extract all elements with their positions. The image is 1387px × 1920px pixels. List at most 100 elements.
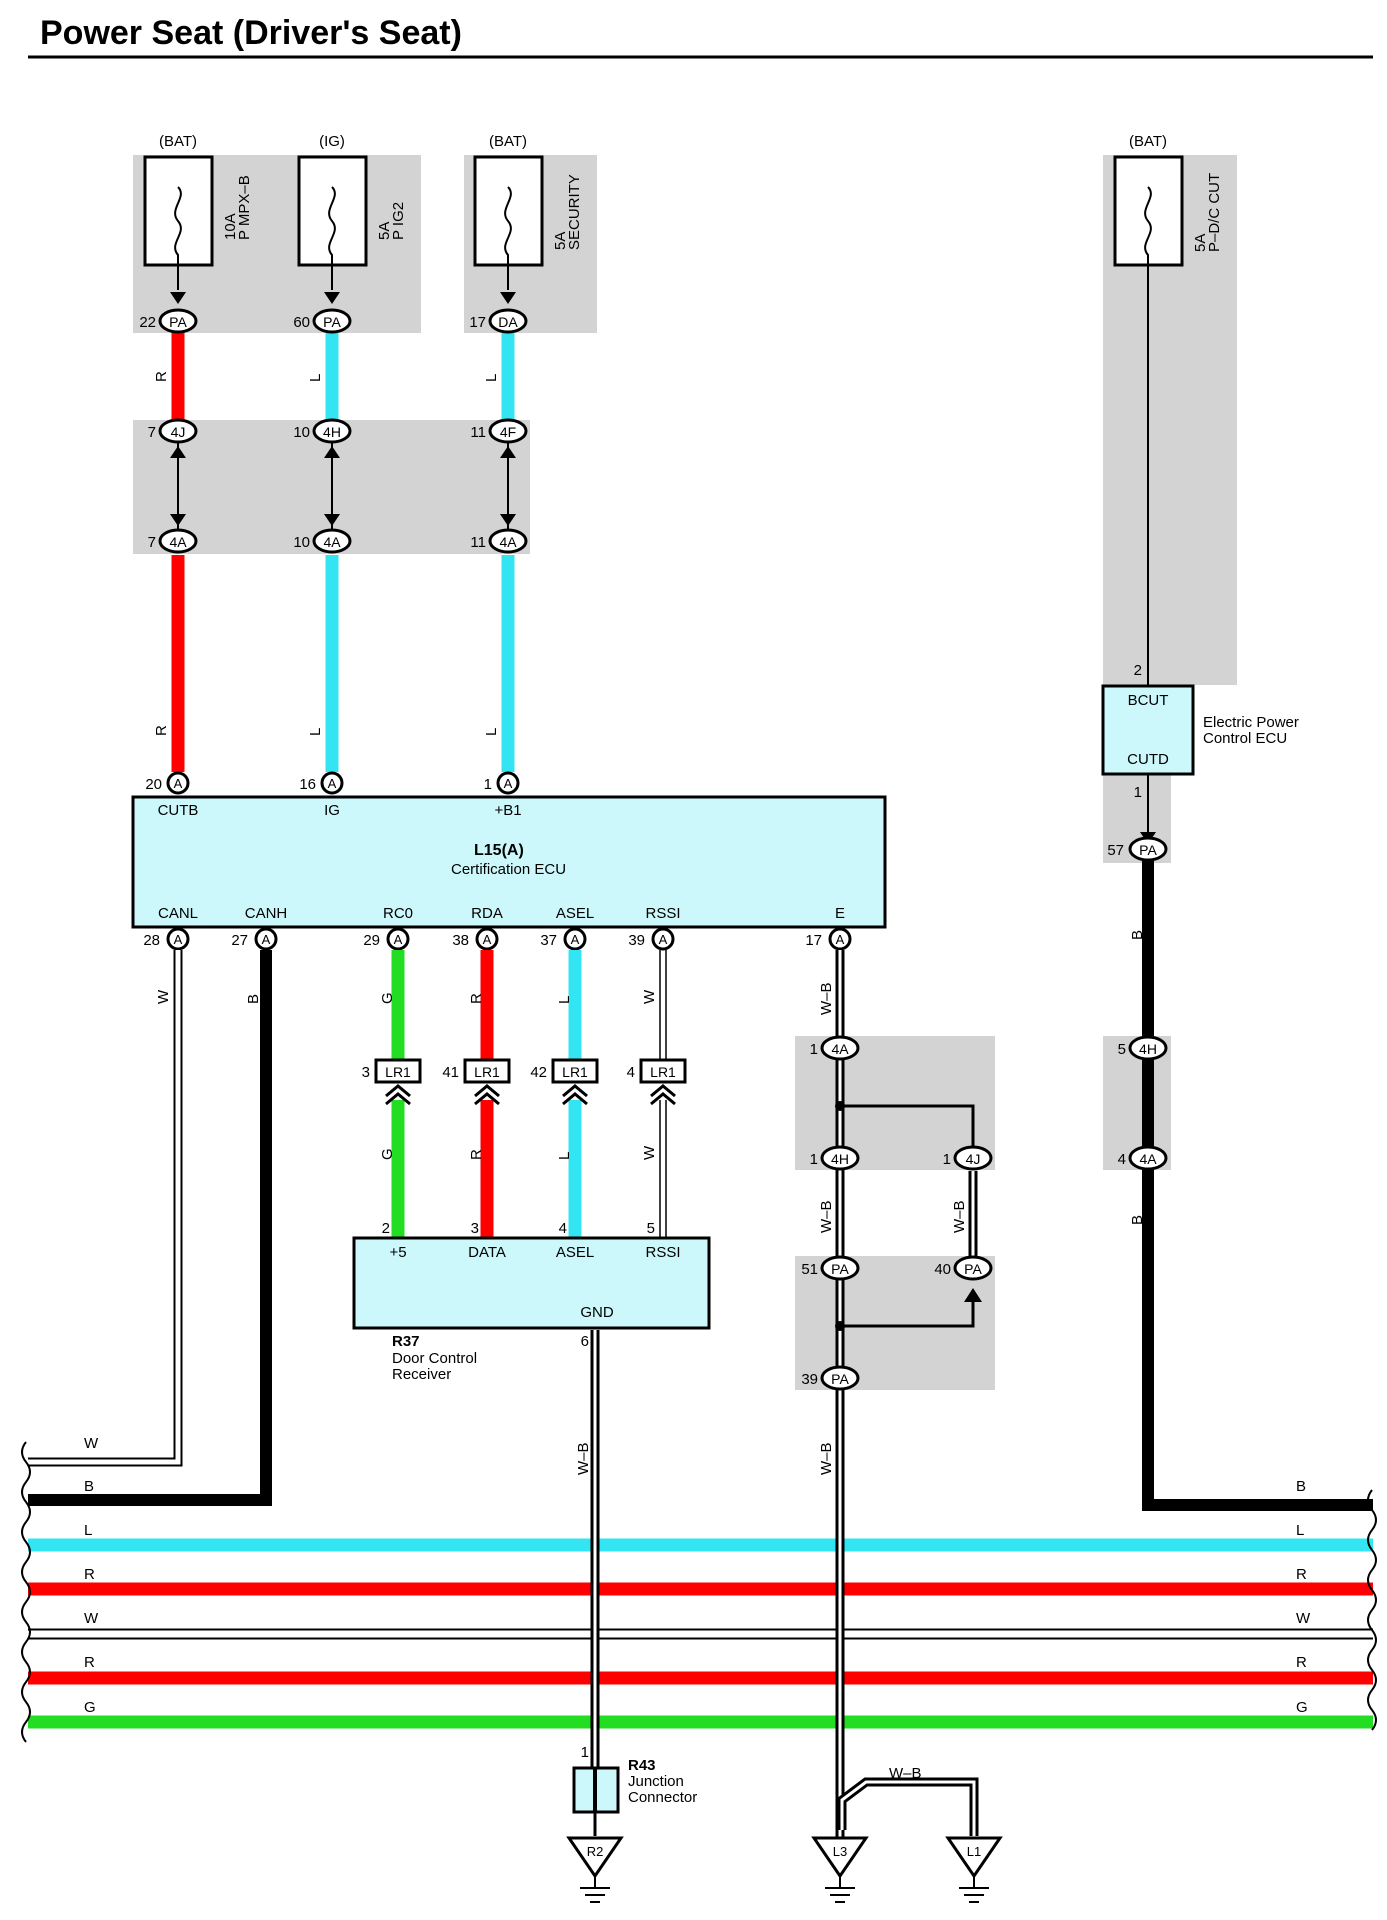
- svg-text:39: 39: [628, 932, 645, 949]
- svg-text:R: R: [84, 1654, 95, 1671]
- svg-text:4H: 4H: [831, 1151, 849, 1167]
- svg-text:W–B: W–B: [951, 1200, 968, 1233]
- svg-text:28: 28: [143, 932, 160, 949]
- svg-text:R: R: [1296, 1654, 1307, 1671]
- svg-text:L: L: [556, 1152, 573, 1160]
- svg-text:L: L: [1296, 1522, 1304, 1539]
- ecu-ground-connectors: 1 4A 1 4H 1 4J 51 PA 40 PA 39 PA: [801, 1035, 993, 1391]
- fuse-label: 5A P–D/C CUT: [1192, 173, 1223, 252]
- svg-text:A: A: [394, 932, 403, 947]
- svg-text:W: W: [84, 1435, 99, 1452]
- svg-text:Control ECU: Control ECU: [1203, 730, 1287, 747]
- svg-text:ASEL: ASEL: [556, 905, 594, 922]
- fuse-arrows: [170, 292, 516, 304]
- svg-text:W–B: W–B: [889, 1765, 922, 1782]
- svg-text:W–B: W–B: [818, 1442, 835, 1475]
- svg-text:2: 2: [1134, 662, 1142, 679]
- svg-text:W–B: W–B: [818, 982, 835, 1015]
- signal-wires: [391, 950, 667, 1238]
- svg-text:CANL: CANL: [158, 905, 198, 922]
- power-ecu-b-wire: B B 57 PA 5 4H 4 4A B: [1107, 836, 1373, 1511]
- svg-text:29: 29: [363, 932, 380, 949]
- ground-r2-icon: R2: [566, 1836, 624, 1903]
- svg-text:L: L: [483, 374, 500, 382]
- svg-text:38: 38: [452, 932, 469, 949]
- svg-text:PA: PA: [323, 314, 341, 330]
- svg-text:5A: 5A: [552, 232, 569, 250]
- svg-text:A: A: [262, 932, 271, 947]
- svg-text:RSSI: RSSI: [645, 1244, 680, 1261]
- l1-branch: W–B: [837, 1765, 979, 1836]
- ecu-top-pins: 20 A 16 A 1 A: [145, 771, 520, 795]
- svg-text:Door Control: Door Control: [392, 1350, 477, 1367]
- door-control-receiver: 2 3 4 5 +5 DATA ASEL RSSI GND R37 Door C…: [352, 1220, 711, 1383]
- fuse-body: [473, 155, 544, 267]
- svg-text:LR1: LR1: [650, 1064, 676, 1080]
- svg-text:5A: 5A: [1192, 234, 1209, 252]
- svg-text:PA: PA: [964, 1261, 982, 1277]
- svg-text:Receiver: Receiver: [392, 1366, 451, 1383]
- shaded-regions: [133, 155, 1237, 1390]
- svg-text:R2: R2: [587, 1844, 604, 1859]
- svg-text:R: R: [1296, 1566, 1307, 1583]
- svg-text:A: A: [174, 776, 183, 791]
- fuse-3: (BAT) 5A SECURITY: [473, 133, 583, 290]
- ground-wire-crossings: [590, 1520, 845, 1750]
- fuse-body: [297, 155, 368, 267]
- fuse-4: (BAT) 5A P–D/C CUT: [1113, 133, 1223, 290]
- svg-text:RC0: RC0: [383, 905, 413, 922]
- svg-text:+5: +5: [389, 1244, 406, 1261]
- svg-text:11: 11: [470, 424, 486, 441]
- svg-text:DA: DA: [498, 314, 518, 330]
- svg-text:5A: 5A: [376, 222, 393, 240]
- ecu-body: [131, 795, 887, 929]
- svg-text:41: 41: [442, 1064, 459, 1081]
- svg-text:W: W: [1296, 1610, 1311, 1627]
- svg-text:G: G: [379, 992, 396, 1004]
- svg-text:A: A: [174, 932, 183, 947]
- svg-text:10: 10: [293, 424, 310, 441]
- svg-text:5: 5: [647, 1220, 655, 1237]
- svg-text:Connector: Connector: [628, 1789, 697, 1806]
- svg-text:BCUT: BCUT: [1128, 692, 1169, 709]
- svg-text:R: R: [153, 725, 170, 736]
- svg-text:1: 1: [943, 1151, 951, 1168]
- svg-text:W–B: W–B: [818, 1200, 835, 1233]
- svg-text:51: 51: [801, 1261, 818, 1278]
- svg-text:22: 22: [139, 314, 156, 331]
- svg-text:CANH: CANH: [245, 905, 288, 922]
- svg-text:IG: IG: [324, 802, 340, 819]
- ecu-bottom-pins: 28 A 27 A 29 A 38 A 37 A 39 A 17 A: [143, 927, 852, 951]
- svg-text:4: 4: [627, 1064, 635, 1081]
- fuse-label: 10A P MPX–B: [222, 175, 253, 240]
- svg-text:LR1: LR1: [562, 1064, 588, 1080]
- svg-text:PA: PA: [831, 1371, 849, 1387]
- svg-text:4F: 4F: [500, 424, 516, 440]
- svg-text:42: 42: [530, 1064, 547, 1081]
- svg-text:A: A: [483, 932, 492, 947]
- svg-text:B: B: [1129, 1215, 1146, 1225]
- svg-text:3: 3: [362, 1064, 370, 1081]
- svg-text:7: 7: [148, 424, 156, 441]
- svg-text:PA: PA: [1139, 842, 1157, 858]
- svg-text:R: R: [153, 371, 170, 382]
- svg-text:B: B: [1129, 930, 1146, 940]
- bus-wires: L R W R G L R W R G: [28, 1522, 1373, 1729]
- svg-text:W: W: [84, 1610, 99, 1627]
- fuse-source: (BAT): [1129, 133, 1167, 150]
- svg-text:5: 5: [1118, 1041, 1126, 1058]
- svg-text:B: B: [245, 994, 262, 1004]
- fuse-source: (IG): [319, 133, 345, 150]
- fuse-element-icon: [504, 186, 512, 290]
- inline-connectors-bottom-row: 7 4A 10 4A 11 4A: [148, 528, 528, 554]
- fuse-source: (BAT): [159, 133, 197, 150]
- svg-text:ASEL: ASEL: [556, 1244, 594, 1261]
- svg-text:40: 40: [934, 1261, 951, 1278]
- svg-text:PA: PA: [169, 314, 187, 330]
- ground-l1-icon: L1: [945, 1836, 1003, 1903]
- svg-text:RSSI: RSSI: [645, 905, 680, 922]
- fuse-label: 5A SECURITY: [552, 174, 583, 250]
- svg-text:L1: L1: [967, 1844, 981, 1859]
- svg-text:27: 27: [231, 932, 248, 949]
- fuse-label: 5A P IG2: [376, 202, 407, 240]
